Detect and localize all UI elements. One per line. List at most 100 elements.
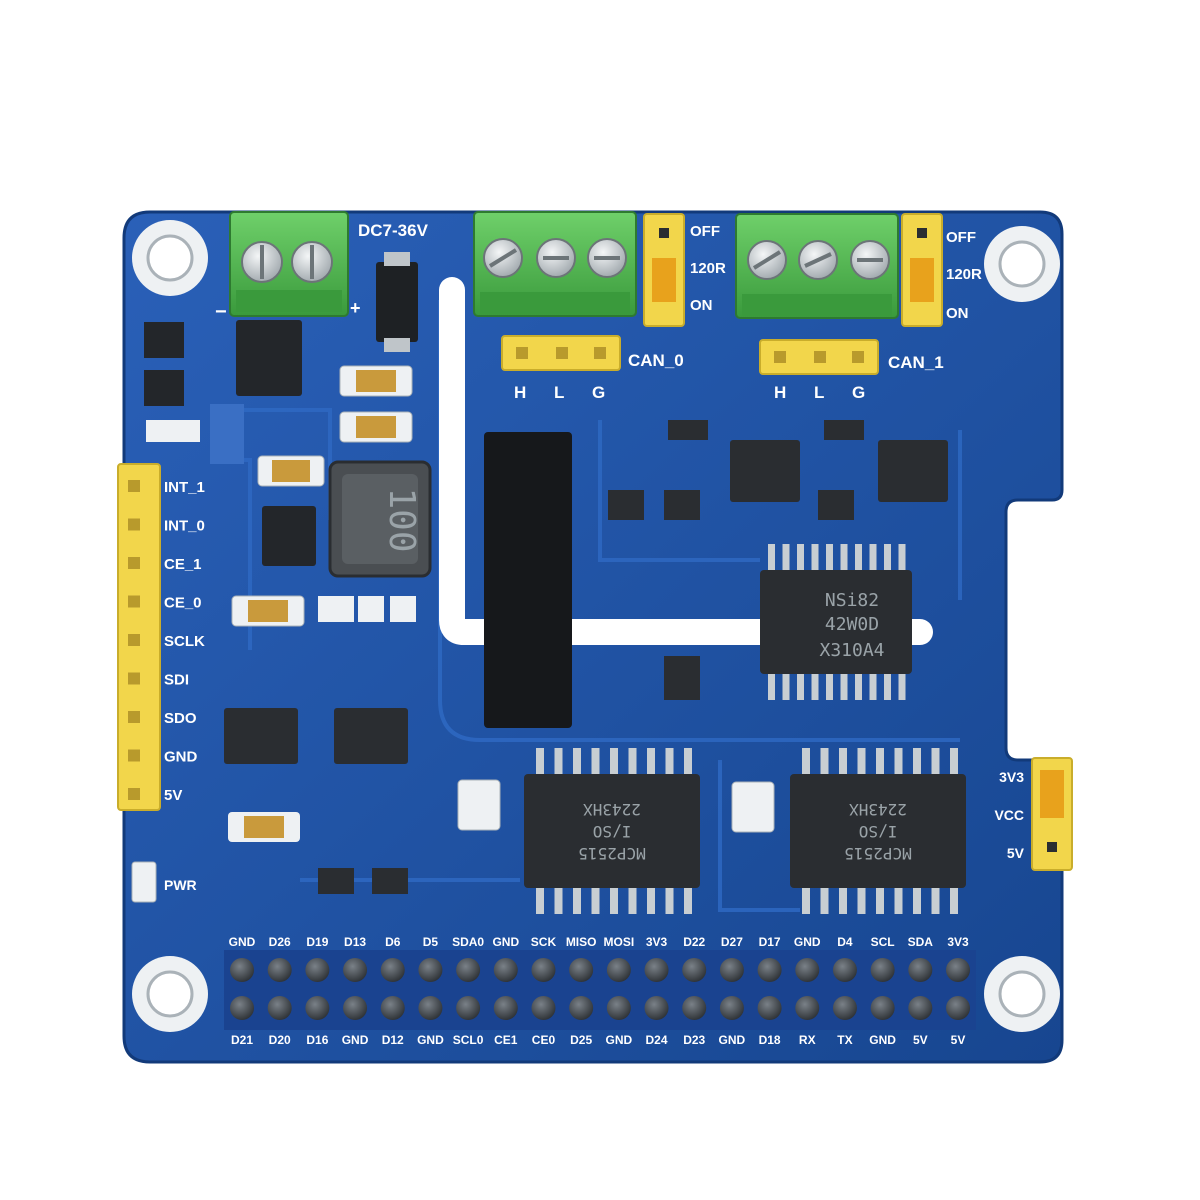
isolator-leg bbox=[811, 674, 819, 700]
gpio-bottom-label: GND bbox=[342, 1033, 369, 1047]
can1-termination-jumper bbox=[901, 213, 943, 327]
gpio-pin bbox=[832, 996, 857, 1020]
gpio-bottom-label: D25 bbox=[570, 1033, 592, 1047]
can1-terminal-block bbox=[735, 213, 899, 319]
mcp-leg bbox=[950, 888, 958, 914]
mcp-left-marking-1: MCP2515 bbox=[578, 844, 645, 863]
left-header-label: SCLK bbox=[164, 633, 205, 650]
mcp-leg bbox=[665, 748, 674, 774]
can0-jumper-120r: 120R bbox=[690, 260, 726, 277]
isolator-leg bbox=[898, 674, 906, 700]
diode-d2 bbox=[358, 596, 384, 622]
gpio-pin bbox=[531, 996, 556, 1020]
gpio-bottom-label: GND bbox=[417, 1033, 444, 1047]
power-diode bbox=[376, 262, 418, 342]
gpio-top-label: MOSI bbox=[604, 935, 635, 949]
gpio-pin bbox=[795, 958, 820, 982]
gpio-pin bbox=[757, 958, 782, 982]
mcp-leg bbox=[931, 888, 940, 914]
mcp-leg bbox=[857, 748, 866, 774]
can1-pin-l: L bbox=[814, 383, 824, 402]
mcp-leg bbox=[820, 748, 829, 774]
gpio-bottom-label: D24 bbox=[646, 1033, 668, 1047]
gpio-bottom-label: 5V bbox=[951, 1033, 966, 1047]
pcb-traces bbox=[210, 300, 962, 912]
left-header-pin bbox=[128, 480, 140, 492]
mcp-right-marking-1: MCP2515 bbox=[844, 844, 911, 863]
mcp-leg bbox=[950, 748, 958, 774]
mcp-leg bbox=[684, 748, 692, 774]
gpio-pin bbox=[343, 958, 368, 982]
can1-pin-header bbox=[759, 339, 879, 375]
gpio-top-label: 3V3 bbox=[947, 935, 969, 949]
gpio-bottom-label: GND bbox=[719, 1033, 746, 1047]
soic-chip-left-1 bbox=[224, 708, 298, 764]
gpio-pin bbox=[606, 996, 631, 1020]
mcp-leg bbox=[554, 888, 563, 914]
mcp-leg bbox=[894, 748, 903, 774]
gpio-bottom-label: SCL0 bbox=[453, 1033, 484, 1047]
gpio-pin bbox=[418, 958, 443, 982]
gpio-bottom-label: D23 bbox=[683, 1033, 705, 1047]
isolator-leg bbox=[840, 544, 848, 570]
gpio-pin bbox=[870, 996, 895, 1020]
isolator-leg bbox=[884, 674, 891, 700]
gpio-pin bbox=[870, 958, 895, 982]
mcp-left-marking-2: I/SO bbox=[593, 822, 632, 841]
gpio-pin bbox=[456, 958, 481, 982]
gpio-bottom-label: TX bbox=[837, 1033, 852, 1047]
gpio-pin bbox=[946, 958, 970, 982]
gpio-pins bbox=[230, 958, 970, 1020]
gpio-bottom-label: CE1 bbox=[494, 1033, 518, 1047]
isolator-leg bbox=[869, 674, 877, 700]
inductor-marking: 100 bbox=[381, 487, 422, 552]
gpio-pin bbox=[644, 996, 669, 1020]
transistor-2 bbox=[372, 868, 408, 894]
gpio-bottom-label: D12 bbox=[382, 1033, 404, 1047]
gpio-top-label: D13 bbox=[344, 935, 366, 949]
can0-pin-l: L bbox=[554, 383, 564, 402]
isolator-leg bbox=[826, 544, 833, 570]
can1-pin-h: H bbox=[774, 383, 786, 402]
gpio-pin bbox=[569, 958, 594, 982]
gpio-top-label: GND bbox=[492, 935, 519, 949]
gpio-pin bbox=[795, 996, 820, 1020]
mcp-leg bbox=[913, 748, 921, 774]
mcp-leg bbox=[802, 888, 810, 914]
isolator-leg bbox=[855, 674, 862, 700]
left-header-pin bbox=[128, 711, 140, 723]
mcp2515-chip-right bbox=[790, 774, 966, 888]
vcc-jumper-vcc: VCC bbox=[994, 807, 1024, 823]
can1-pin-g: G bbox=[852, 383, 865, 402]
vcc-jumper-5v: 5V bbox=[1007, 845, 1025, 861]
mounting-holes bbox=[132, 220, 1060, 1032]
gpio-pin bbox=[380, 996, 405, 1020]
mcp-left-marking-3: 2243HX bbox=[583, 800, 641, 819]
gpio-bottom-label: GND bbox=[869, 1033, 896, 1047]
vcc-jumper-3v3: 3V3 bbox=[999, 769, 1024, 785]
transistor-1 bbox=[318, 868, 354, 894]
gpio-pin bbox=[682, 958, 707, 982]
can-transceiver-chips bbox=[608, 420, 948, 700]
gpio-top-label: SDA bbox=[908, 935, 934, 949]
mcp-right-marking-3: 2243HX bbox=[849, 800, 907, 819]
isolator-chip bbox=[760, 570, 912, 674]
gpio-bottom-label: CE0 bbox=[532, 1033, 556, 1047]
gpio-top-label: D26 bbox=[269, 935, 291, 949]
gpio-top-label: D5 bbox=[423, 935, 439, 949]
gpio-bottom-label: D18 bbox=[759, 1033, 781, 1047]
mcp-leg bbox=[839, 888, 847, 914]
power-regulator-area bbox=[144, 320, 413, 627]
mcp-leg bbox=[647, 888, 655, 914]
isolator-leg bbox=[768, 674, 775, 700]
isolator-marking-line2: 42W0D bbox=[825, 614, 879, 635]
left-header-label: SDI bbox=[164, 672, 189, 689]
power-plus-label: + bbox=[350, 298, 361, 318]
left-header-pin bbox=[128, 672, 140, 685]
left-header-label: SDO bbox=[164, 710, 197, 727]
can0-jumper-off: OFF bbox=[690, 223, 720, 240]
crystal-right bbox=[731, 781, 775, 833]
power-input-label: DC7-36V bbox=[358, 221, 429, 240]
